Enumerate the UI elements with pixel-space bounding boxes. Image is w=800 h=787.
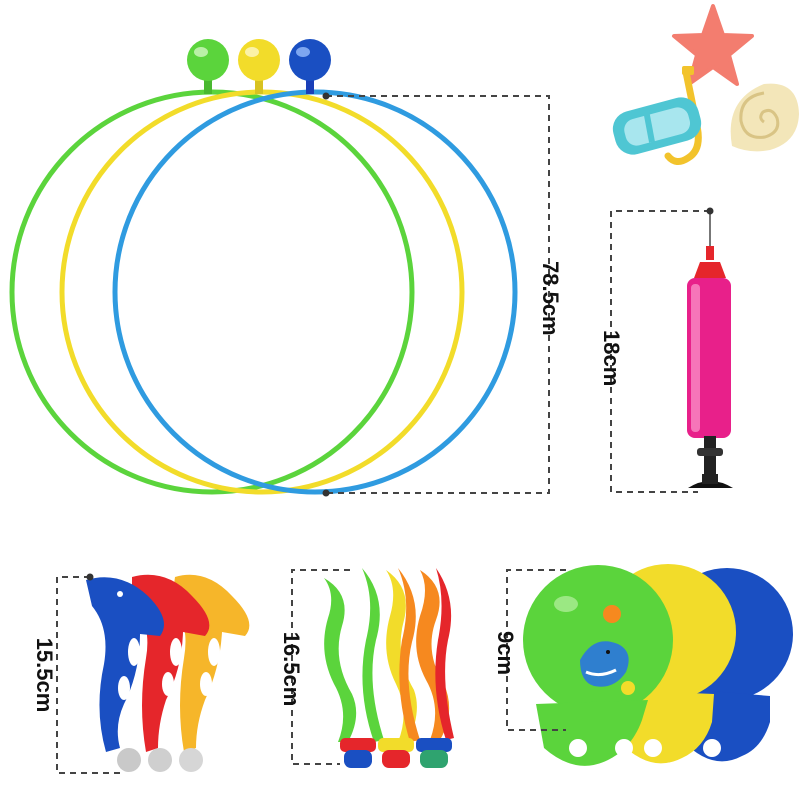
seal-illustration xyxy=(580,605,635,695)
seaweed-toys xyxy=(324,568,454,768)
dolphin-toys xyxy=(86,574,250,772)
disc-size-label: 9cm xyxy=(493,630,518,676)
hoop-size-label: 78.5cm xyxy=(538,261,563,336)
blue-dolphin xyxy=(86,577,164,752)
hoop-dimension-line xyxy=(322,92,550,497)
hand-pump xyxy=(687,212,733,488)
green-disc xyxy=(523,565,673,766)
green-hoop xyxy=(9,89,415,495)
dive-discs xyxy=(523,564,793,766)
dive-hoops xyxy=(9,39,518,495)
dolphin-dimension-line xyxy=(56,573,120,774)
seaweed-size-label: 16.5cm xyxy=(279,631,304,707)
seashell-icon xyxy=(730,83,799,152)
starfish-icon xyxy=(672,4,754,86)
pump-dimension-line xyxy=(610,207,714,493)
yellow-hoop xyxy=(59,89,465,495)
seaweed-dimension-line xyxy=(291,569,350,765)
green-hoop-float xyxy=(187,39,229,81)
blue-hoop-float xyxy=(289,39,331,81)
blue-hoop xyxy=(112,89,518,495)
yellow-hoop-float xyxy=(238,39,280,81)
snorkel-mask-icon xyxy=(612,66,702,165)
dolphin-size-label: 15.5cm xyxy=(32,637,57,713)
pump-size-label: 18cm xyxy=(599,330,624,387)
